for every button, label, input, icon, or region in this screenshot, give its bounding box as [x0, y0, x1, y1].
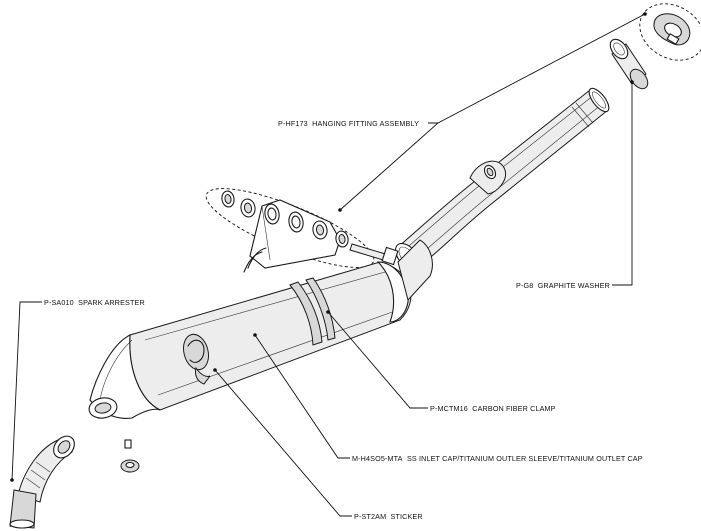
part-name: SPARK ARRESTER: [78, 298, 145, 307]
label-hanging-fitting: P-HF173 HANGING FITTING ASSEMBLY: [278, 119, 419, 128]
part-name: GRAPHITE WASHER: [537, 281, 610, 290]
part-code: M-H4SO5-MTA: [352, 454, 403, 463]
part-code: P-ST2AM: [354, 512, 387, 521]
label-inlet-cap: M-H4SO5-MTA SS INLET CAP/TITANIUM OUTLER…: [352, 454, 643, 463]
part-name: STICKER: [390, 512, 423, 521]
label-spark-arrester: P-SA010 SPARK ARRESTER: [44, 298, 145, 307]
part-name: HANGING FITTING ASSEMBLY: [312, 119, 420, 128]
part-name: CARBON FIBER CLAMP: [472, 404, 556, 413]
label-sticker: P-ST2AM STICKER: [354, 512, 423, 521]
leader-lines: [10, 12, 647, 517]
part-code: P-HF173: [278, 119, 308, 128]
graphite-washer-part: [609, 38, 649, 90]
link-pipe: [395, 87, 610, 272]
part-code: P-SA010: [44, 298, 74, 307]
small-fittings: [120, 439, 140, 473]
top-clamp-part: [639, 3, 701, 61]
label-graphite-washer: P-G8 GRAPHITE WASHER: [516, 281, 610, 290]
hanging-fitting-part: [205, 188, 399, 269]
part-code: P-MCTM16: [430, 404, 468, 413]
part-name: SS INLET CAP/TITANIUM OUTLER SLEEVE/TITA…: [406, 454, 643, 463]
part-code: P-G8: [516, 281, 534, 290]
spark-arrester-part: [9, 435, 75, 529]
muffler-body: [129, 239, 433, 411]
inlet-cap-cone: [88, 334, 161, 419]
label-carbon-clamp: P-MCTM16 CARBON FIBER CLAMP: [430, 404, 556, 413]
